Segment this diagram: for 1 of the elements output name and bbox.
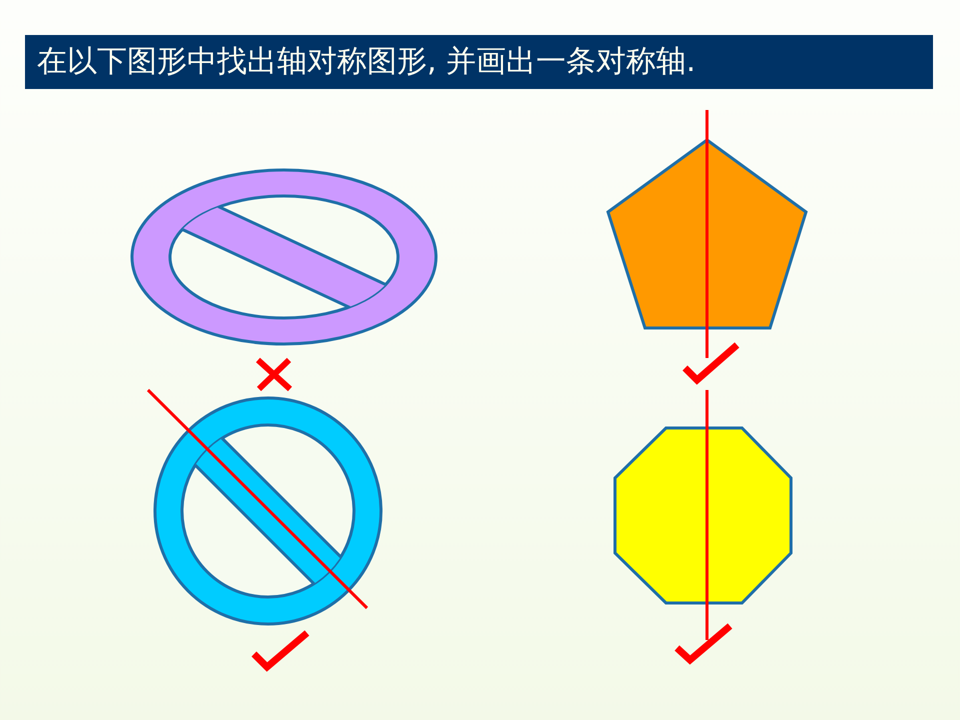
title-banner: 在以下图形中找出轴对称图形, 并画出一条对称轴. bbox=[25, 35, 933, 89]
